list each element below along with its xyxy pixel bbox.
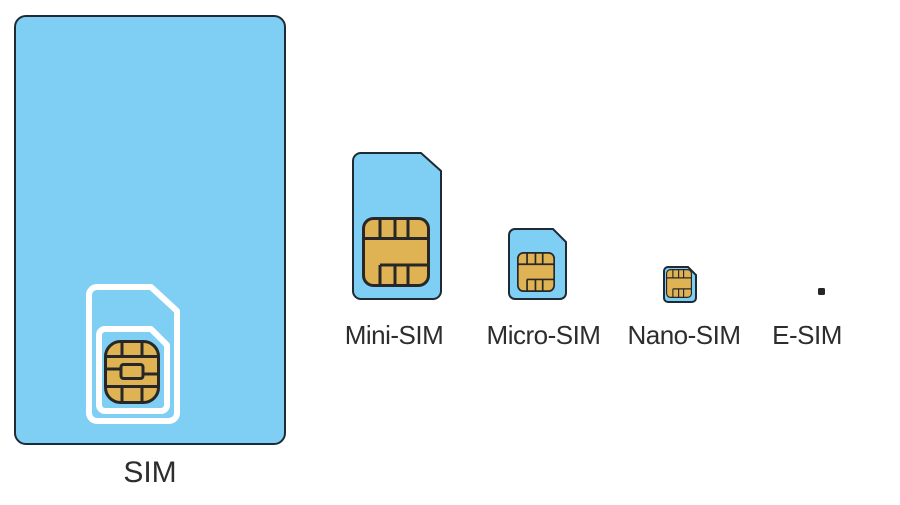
micro-sim-cutout-outline [96, 326, 170, 414]
mini-sim-chip-icon [362, 217, 430, 287]
sim-chip-icon [104, 340, 160, 404]
mini-sim-cutout-outline [86, 284, 180, 424]
nano-sim-chip-icon [666, 269, 692, 298]
e-sim-dot [818, 288, 825, 295]
micro-sim-chip-icon [517, 252, 555, 292]
mini-sim-label: Mini-SIM [344, 320, 444, 350]
e-sim-label: E-SIM [772, 320, 842, 350]
micro-sim-label: Micro-SIM [486, 320, 601, 350]
nano-sim-label: Nano-SIM [627, 320, 741, 350]
sim-label: SIM [123, 456, 177, 489]
